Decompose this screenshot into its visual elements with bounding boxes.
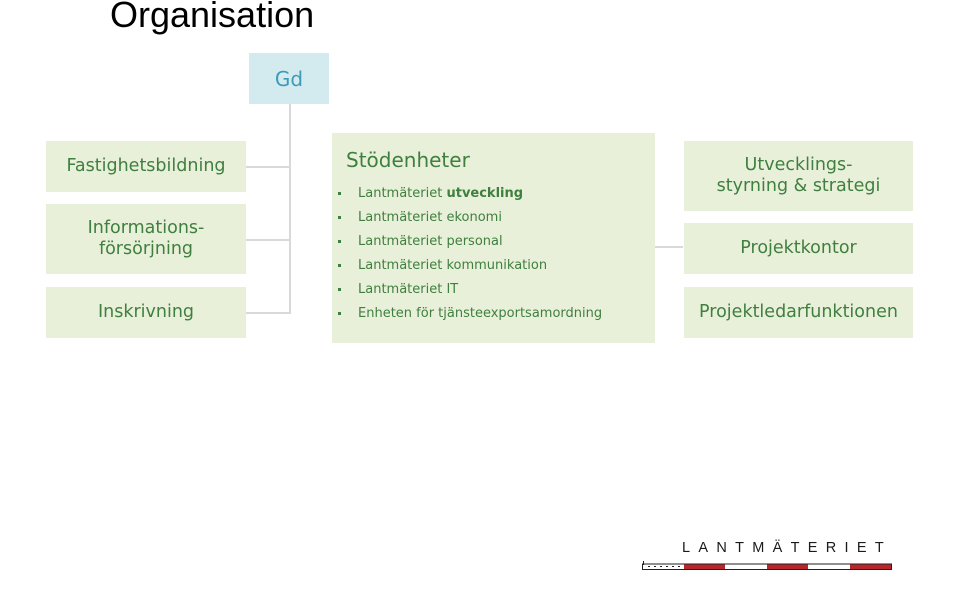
connector-right xyxy=(655,246,683,248)
page-title: Organisation xyxy=(110,0,315,35)
list-item-text: Enheten för tjänsteexportsamordning xyxy=(358,306,603,321)
projektkontor-box[interactable]: Projektkontor xyxy=(684,223,913,274)
stodenheter-box[interactable] xyxy=(332,133,655,343)
connector-left-2 xyxy=(246,239,290,241)
fastighetsbildning-label: Fastighetsbildning xyxy=(66,156,226,176)
fastighetsbildning-box[interactable]: Fastighetsbildning xyxy=(46,141,246,192)
list-item: Lantmäteriet utveckling xyxy=(337,182,602,206)
bullet-icon xyxy=(338,288,341,291)
bullet-icon xyxy=(338,192,341,195)
list-item-text: Lantmäteriet kommunikation xyxy=(358,258,548,273)
lantmateriet-logo: LANTMÄTERIET xyxy=(642,538,892,574)
projektledarfunktionen-box[interactable]: Projektledarfunktionen xyxy=(684,287,913,338)
list-item-text: Lantmäteriet personal xyxy=(358,234,503,249)
gd-label: Gd xyxy=(274,66,304,91)
informationsforsorjning-box[interactable]: Informations- försörjning xyxy=(46,204,246,274)
list-item-text: Lantmäteriet xyxy=(358,186,447,201)
logo-wordmark: LANTMÄTERIET xyxy=(682,540,892,556)
projektledarfunktionen-label: Projektledarfunktionen xyxy=(699,302,898,322)
informationsforsorjning-label: Informations- försörjning xyxy=(87,218,205,259)
projektkontor-label: Projektkontor xyxy=(740,238,857,258)
list-item-text: Lantmäteriet ekonomi xyxy=(358,210,502,225)
inskrivning-box[interactable]: Inskrivning xyxy=(46,287,246,338)
stodenheter-list: Lantmäteriet utveckling Lantmäteriet eko… xyxy=(337,182,602,326)
bullet-icon xyxy=(338,240,341,243)
bullet-icon xyxy=(338,312,341,315)
list-item-text: Lantmäteriet IT xyxy=(358,282,459,297)
list-item: Lantmäteriet IT xyxy=(337,278,602,302)
bullet-icon xyxy=(338,216,341,219)
bullet-icon xyxy=(338,264,341,267)
inskrivning-label: Inskrivning xyxy=(97,302,195,322)
stodenheter-heading: Stödenheter xyxy=(346,148,470,172)
list-item: Lantmäteriet personal xyxy=(337,230,602,254)
list-item-emphasis: utveckling xyxy=(446,186,524,201)
connector-trunk xyxy=(289,104,291,314)
connector-left-1 xyxy=(246,166,290,168)
connector-left-3 xyxy=(246,312,290,314)
utvecklingsstyrning-box[interactable]: Utvecklings- styrning & strategi xyxy=(684,141,913,211)
list-item: Lantmäteriet kommunikation xyxy=(337,254,602,278)
list-item: Enheten för tjänsteexportsamordning xyxy=(337,302,602,326)
utvecklingsstyrning-label: Utvecklings- styrning & strategi xyxy=(716,155,881,196)
gd-box[interactable]: Gd xyxy=(249,53,329,104)
list-item: Lantmäteriet ekonomi xyxy=(337,206,602,230)
logo-stripe-icon xyxy=(642,561,892,570)
